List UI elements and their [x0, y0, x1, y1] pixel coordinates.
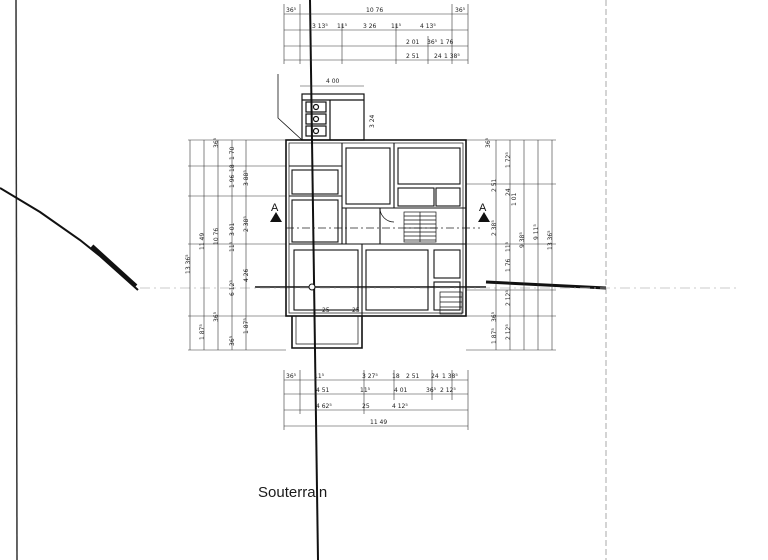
dim-top-12: 24	[434, 53, 442, 60]
dim-right-5: 2 38⁵	[491, 220, 498, 236]
dim-top-3: 3 13⁵	[312, 23, 328, 30]
sheet-edge-left	[15, 0, 18, 560]
dim-bottom-14: 4 12⁵	[392, 403, 408, 410]
dim-top-6: 11⁵	[391, 23, 402, 30]
section-label-right: A	[479, 202, 487, 214]
dim-right-0: 36⁵	[485, 137, 492, 148]
dim-left-10: 11⁵	[229, 241, 236, 252]
dim-top-11: 2 51	[406, 53, 420, 60]
dim-bottom-13: 25	[362, 403, 370, 410]
dim-top-0: 36⁵	[286, 7, 297, 14]
interior-walls	[289, 143, 466, 316]
dim-right-11: 2 12⁵	[505, 290, 512, 306]
dim-right-12: 36⁵	[491, 311, 498, 322]
dim-left-7: 3 88⁵	[243, 170, 250, 186]
dimension-chain-top	[283, 4, 469, 87]
dim-bottom-8: 11⁵	[360, 387, 371, 394]
scan-smudge-left	[0, 187, 139, 291]
dim-right-1: 1 72⁵	[505, 152, 512, 168]
dim-left-2: 10 76	[213, 228, 220, 245]
dim-right-7: 1 76	[505, 258, 512, 272]
dim-bottom-2: 3 27⁵	[362, 373, 378, 380]
drawing-caption: Souterrain	[258, 484, 328, 501]
dim-left-3: 36⁵	[213, 137, 220, 148]
dim-bottom-12: 4 62⁵	[316, 403, 332, 410]
dim-left-11: 4 26	[243, 268, 250, 282]
dim-top-10: 1 76	[440, 39, 454, 46]
dim-left-14: 1 87⁵	[243, 318, 250, 334]
dim-left-1: 11 49	[199, 233, 206, 250]
door-swing	[379, 207, 395, 223]
dim-right-4: 1 01	[511, 192, 518, 206]
dim-top-8: 2 01	[406, 39, 420, 46]
dim-top-7: 4 13⁵	[420, 23, 436, 30]
dim-right-8: 9 38⁵	[519, 232, 526, 248]
dim-top-1: 10 76	[366, 7, 383, 14]
column-marker	[308, 283, 316, 291]
dim-bottom-1: 11⁵	[314, 373, 325, 380]
dimension-chain-left	[188, 139, 286, 351]
dim-bottom-3: 18	[392, 373, 400, 380]
dim-left-0: 13 36⁵	[185, 254, 192, 274]
dim-left-8: 3 01	[229, 222, 236, 236]
dim-top-14: 4 00	[326, 78, 340, 85]
dim-top-4: 11⁵	[337, 23, 348, 30]
dim-bottom-5: 24	[431, 373, 439, 380]
dim-bottom-10: 36⁵	[426, 387, 437, 394]
dim-right-3: 24	[505, 188, 512, 196]
dim-bottom-0: 36⁵	[286, 373, 297, 380]
dim-right-14: 2 12⁵	[505, 324, 512, 340]
dimension-chain-right	[466, 139, 556, 351]
dim-left-16: 36⁵	[229, 335, 236, 346]
dimension-chain-bottom	[283, 370, 469, 430]
dim-left-15: 36⁵	[213, 311, 220, 322]
dim-left-9: 2 38⁵	[243, 216, 250, 232]
dim-bottom-6: 1 38⁵	[442, 373, 458, 380]
dim-left-12: 6 12⁵	[229, 280, 236, 296]
dim-right-13: 1 87⁵	[491, 328, 498, 344]
scan-smudge-right	[485, 280, 607, 290]
dim-right-2: 2 51	[491, 178, 498, 192]
exterior-steps	[439, 291, 463, 315]
dim-top-13: 1 38⁵	[444, 53, 460, 60]
section-arrow-right	[478, 212, 490, 222]
section-label-left: A	[271, 202, 279, 214]
dim-left-5: 1 96	[229, 174, 236, 188]
dim-top-15: 3 24	[369, 114, 376, 128]
dim-top-2: 36⁵	[455, 7, 466, 14]
dim-right-9: 9 11⁵	[533, 224, 540, 240]
section-arrow-left	[270, 212, 282, 222]
vertical-axis-line	[309, 0, 319, 560]
dim-left-4: 1 70	[229, 146, 236, 160]
dim-bottom-15: 11 49	[370, 419, 387, 426]
annex-block	[277, 74, 365, 141]
dim-left-13: 1 87⁵	[199, 324, 206, 340]
dim-right-10: 13 36⁵	[547, 230, 554, 250]
staircase	[403, 211, 437, 243]
dim-bottom-11: 2 12⁵	[440, 387, 456, 394]
dim-bottom-9: 4 01	[394, 387, 408, 394]
building-outline	[285, 139, 467, 349]
dim-top-5: 3 26	[363, 23, 377, 30]
dim-bottom-7: 4 51	[316, 387, 330, 394]
dim-top-9: 36⁵	[427, 39, 438, 46]
dim-left-6: 18	[229, 164, 236, 172]
dim-right-6: 11⁵	[505, 241, 512, 252]
scan-smudge-left-thick	[90, 244, 138, 288]
dim-bottom-4: 2 51	[406, 373, 420, 380]
